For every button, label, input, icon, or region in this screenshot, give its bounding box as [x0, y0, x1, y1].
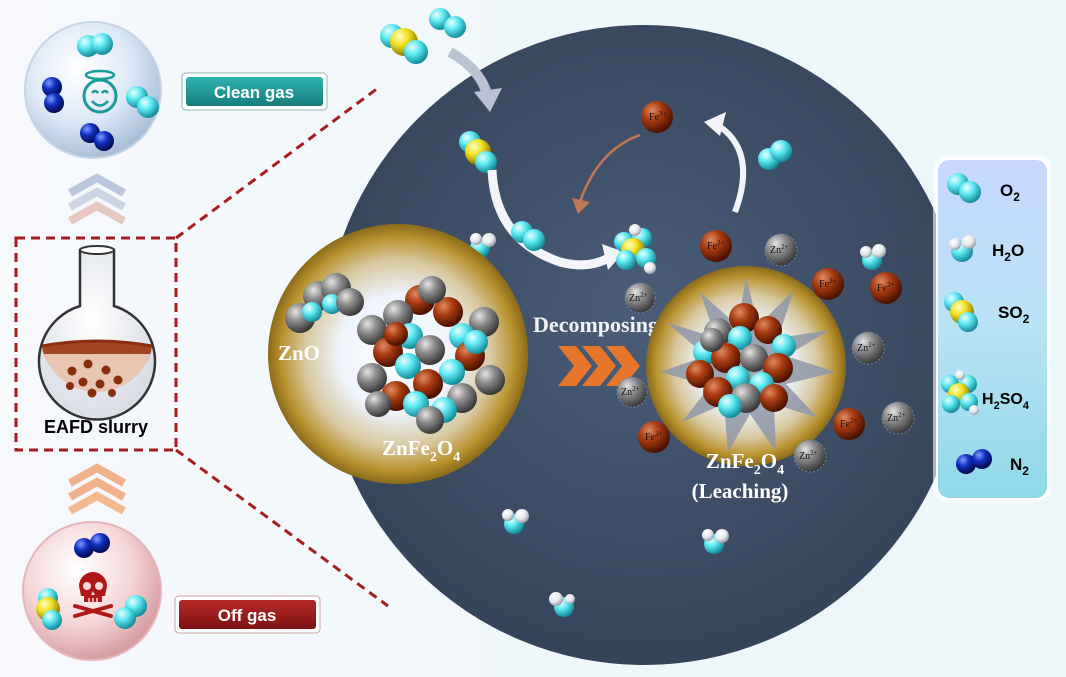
h2o-molecule [860, 244, 886, 270]
legend-label: H2O [992, 241, 1024, 264]
n2-molecule [42, 77, 64, 113]
svg-text:Zn2+: Zn2+ [887, 411, 906, 424]
svg-text:Fe2+: Fe2+ [707, 239, 725, 252]
svg-text:Zn2+: Zn2+ [770, 243, 789, 256]
n2-molecule [80, 123, 114, 151]
slurry-label: EAFD slurry [44, 417, 148, 437]
n2-molecule [74, 533, 110, 558]
zn2-ion: Zn2+ [616, 376, 648, 408]
svg-text:Fe2+: Fe2+ [877, 281, 895, 294]
zn2-ion: Zn2+ [881, 401, 915, 435]
curved-arrow-icon [487, 169, 615, 270]
clean-gas-badge: Clean gas [181, 72, 328, 111]
clean-gas-label: Clean gas [214, 83, 294, 102]
svg-text:Zn2+: Zn2+ [629, 291, 648, 304]
svg-text:Zn2+: Zn2+ [857, 341, 876, 354]
zoom-connector-lines [175, 86, 389, 608]
cycle-arrow-icon [714, 121, 747, 214]
zn2-ion: Zn2+ [624, 282, 656, 314]
so2-molecule [380, 24, 428, 64]
o2-molecule [114, 595, 147, 629]
o2-molecule [77, 33, 113, 57]
o2-molecule [511, 221, 545, 251]
smile-icon [82, 69, 118, 114]
zno-label: ZnO [278, 341, 320, 365]
zn2-ion: Zn2+ [764, 233, 798, 267]
off-gas-label: Off gas [218, 606, 277, 625]
znfe2o4-label: ZnFe2O4 [382, 436, 460, 465]
so2-molecule [459, 131, 497, 173]
so2-molecule [36, 588, 62, 630]
fe2-ion: Fe2+ [812, 268, 844, 300]
o2-molecule [758, 140, 792, 170]
svg-text:Fe2+: Fe2+ [840, 417, 858, 430]
legend-label: O2 [1000, 181, 1020, 204]
legend-item-so2: SO2 [944, 292, 1030, 332]
znfe2o4-leaching-label: ZnFe2O4 [706, 449, 784, 478]
legend-label: SO2 [998, 303, 1030, 326]
fe3-ion: Fe3+ [641, 101, 673, 133]
legend-label: N2 [1010, 455, 1029, 478]
svg-text:Zn2+: Zn2+ [621, 385, 640, 398]
legend-item-h2o: H2O [949, 235, 1024, 264]
arrow-head [572, 198, 590, 214]
leached-cluster [686, 303, 796, 418]
znfe2o4-cluster [357, 276, 505, 434]
decomposing-label: Decomposing [533, 312, 659, 337]
zno-shell-particle: ZnO ZnFe2O4 [268, 224, 528, 484]
h2o-molecule [702, 529, 729, 554]
fe2-ion: Fe2+ [638, 421, 670, 453]
reaction-zone-circle [324, 25, 964, 665]
legend-panel: O2 H2O SO2 H2SO4 N2 [933, 155, 1052, 503]
svg-text:Fe2+: Fe2+ [645, 430, 663, 443]
zn2-ion: Zn2+ [851, 331, 885, 365]
legend-label: H2SO4 [982, 391, 1030, 412]
svg-text:Zn2+: Zn2+ [799, 449, 818, 462]
svg-text:Fe2+: Fe2+ [819, 277, 837, 290]
flask-icon [37, 245, 157, 421]
chevron-arrow-icon [68, 463, 126, 515]
leaching-note-label: (Leaching) [692, 479, 789, 503]
arrow-head [704, 112, 726, 136]
legend-item-n2: N2 [956, 449, 1029, 478]
chevron-arrow-icon [68, 173, 126, 225]
o2-molecule [126, 86, 159, 118]
arrow-head [474, 88, 502, 112]
fe2-ion: Fe2+ [870, 272, 902, 304]
skull-icon [73, 572, 113, 618]
o2-molecule [429, 8, 466, 38]
clean-gas-bubble [24, 21, 162, 159]
slurry-highlight-box [14, 236, 178, 452]
fe2-ion: Fe2+ [833, 408, 865, 440]
legend-item-o2: O2 [947, 173, 1020, 204]
ion-group: Fe2+ Zn2+ Zn2+ Fe2+ Fe2+ Zn2+ Zn2+ Fe2+ … [616, 230, 915, 473]
arrow-head [602, 244, 624, 270]
fe2-ion: Fe2+ [700, 230, 732, 262]
h2o-molecule [549, 592, 575, 617]
off-gas-bubble [22, 521, 162, 661]
leaching-particle: ZnFe2O4 (Leaching) [646, 266, 846, 503]
cycle-arrow-icon [578, 133, 641, 203]
chevron-arrow-icon [558, 346, 640, 386]
zn2-ion: Zn2+ [793, 439, 827, 473]
zno-cluster [285, 273, 364, 333]
h2so4-molecule [614, 224, 656, 274]
off-gas-badge: Off gas [174, 595, 321, 634]
legend-item-h2so4: H2SO4 [941, 370, 1030, 415]
h2o-molecule [502, 509, 529, 534]
